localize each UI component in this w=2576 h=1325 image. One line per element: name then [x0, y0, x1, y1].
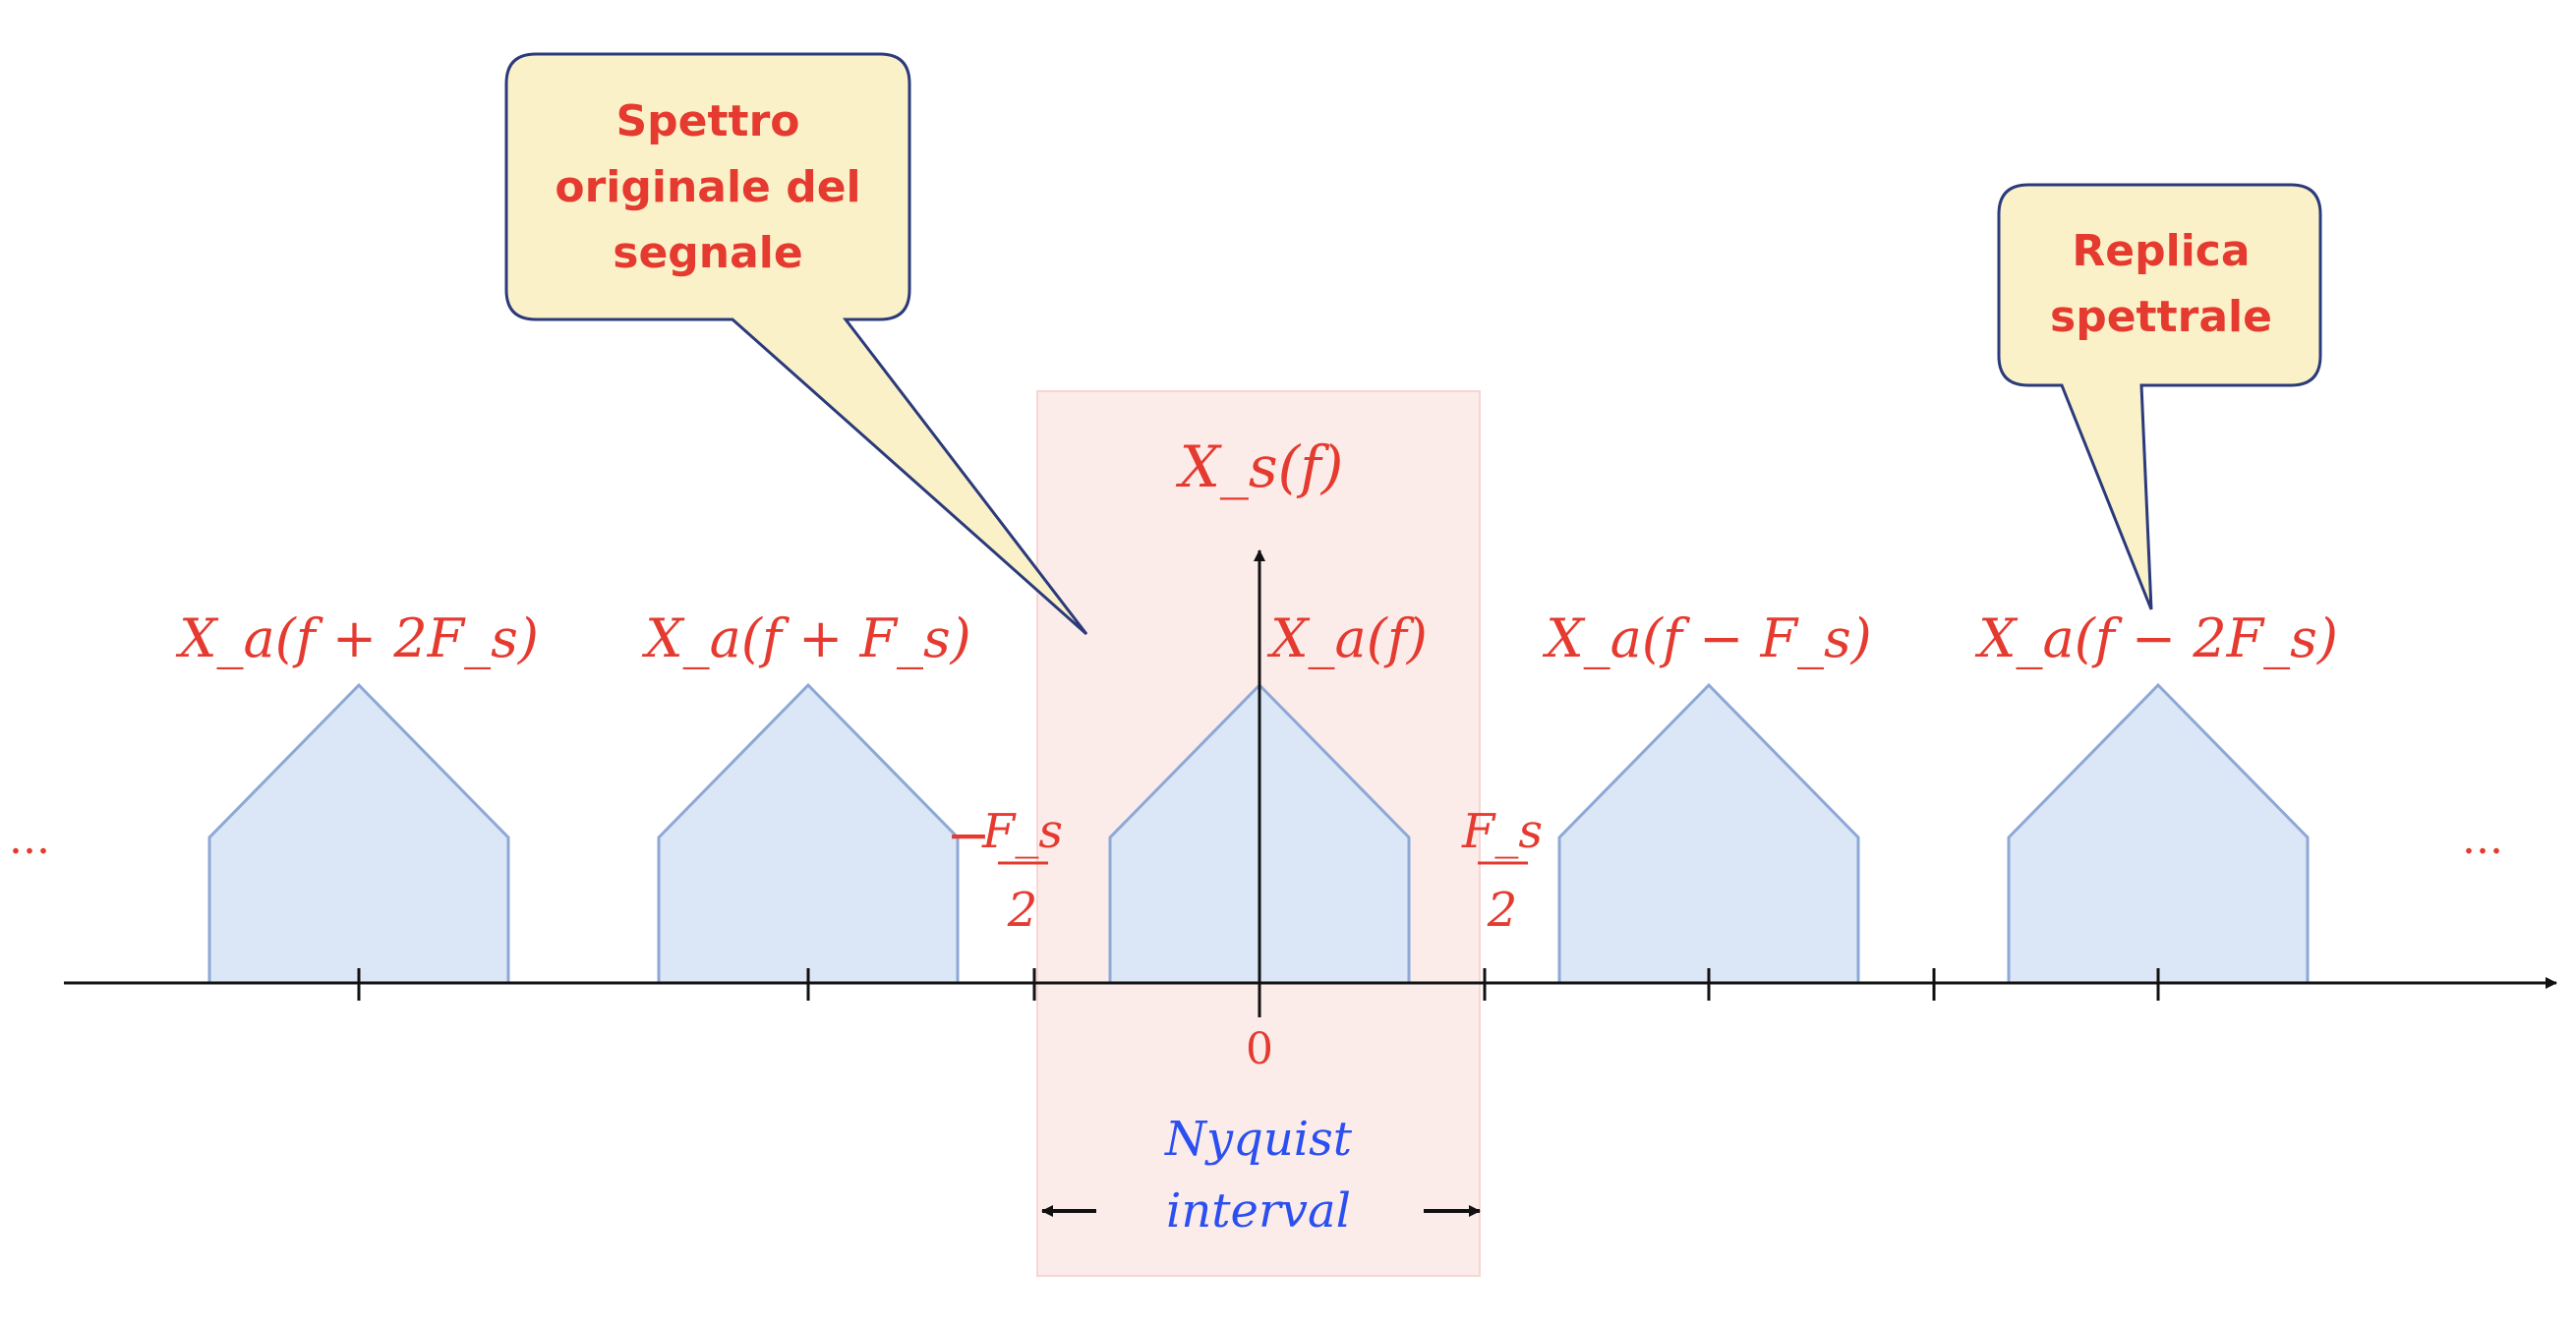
svg-text:F_s: F_s	[1461, 804, 1543, 859]
svg-text:−: −	[946, 804, 990, 866]
spectrum-label-1: X_a(f + F_s)	[641, 607, 971, 669]
callout-replica-line-1: Replica	[2072, 226, 2250, 276]
spectrum-label-2: X_a(f)	[1266, 607, 1428, 669]
spectrum-label-3: X_a(f − F_s)	[1542, 607, 1872, 669]
callout-original-line-2: originale del	[555, 162, 860, 212]
spectrum-shape-4	[2007, 682, 2310, 985]
y-axis-label: X_s(f)	[1176, 433, 1344, 500]
left-ellipsis: ...	[9, 814, 50, 864]
spectrum-label-0: X_a(f + 2F_s)	[175, 607, 539, 669]
nyquist-line-1: Nyquist	[1164, 1112, 1353, 1167]
spectrum-shape-0	[207, 682, 510, 985]
callout-replica-line-2: spettrale	[2050, 292, 2272, 342]
callout-spectral-replica: Replica spettrale	[1997, 183, 2322, 610]
nyquist-interval-label: Nyquist interval	[1041, 1112, 1481, 1239]
neg-half-fs-label: − F_s 2	[946, 804, 1063, 938]
right-ellipsis: ...	[2462, 814, 2503, 864]
callout-original-spectrum: Spettro originale del segnale	[504, 52, 1088, 636]
svg-text:2: 2	[1007, 883, 1038, 938]
spectrum-shape-1	[657, 682, 960, 985]
origin-label: 0	[1246, 1024, 1273, 1074]
nyquist-line-2: interval	[1166, 1183, 1351, 1239]
callout-original-line-3: segnale	[613, 228, 802, 278]
svg-text:F_s: F_s	[981, 804, 1063, 859]
callout-original-line-1: Spettro	[615, 96, 799, 146]
spectrum-shape-3	[1557, 682, 1860, 985]
spectrum-label-4: X_a(f − 2F_s)	[1974, 607, 2338, 669]
svg-text:2: 2	[1487, 883, 1518, 938]
pos-half-fs-label: F_s 2	[1461, 804, 1543, 938]
